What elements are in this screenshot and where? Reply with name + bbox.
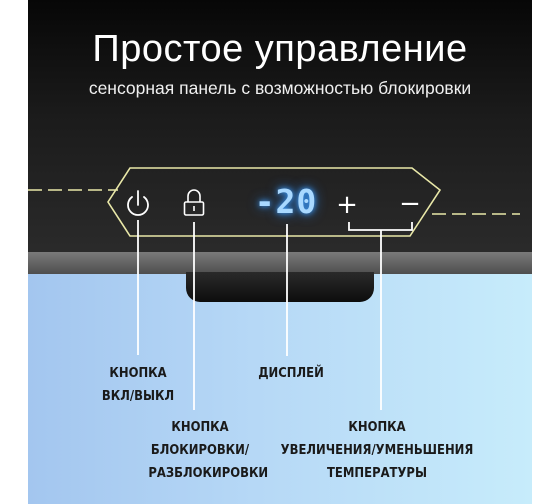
label-temperature-buttons: КНОПКА УВЕЛИЧЕНИЯ/УМЕНЬШЕНИЯ ТЕМПЕРАТУРЫ xyxy=(280,419,474,481)
label-power-button: КНОПКА ВКЛ/ВЫКЛ xyxy=(101,365,175,404)
control-panel-outline xyxy=(107,167,442,237)
page-title: Простое управление xyxy=(92,28,468,70)
plus-button[interactable]: + xyxy=(336,190,358,220)
temperature-display: -20 xyxy=(254,182,318,221)
minus-button[interactable]: − xyxy=(399,189,421,219)
device-front-background xyxy=(28,274,532,504)
device-top-surface xyxy=(28,0,532,258)
power-icon[interactable] xyxy=(127,190,149,216)
page-subtitle: сенсорная панель с возможностью блокиров… xyxy=(88,78,472,98)
device-edge-strip xyxy=(28,252,532,274)
label-display: ДИСПЛЕЙ xyxy=(258,365,324,381)
device-handle xyxy=(186,272,374,302)
minus-symbol: − xyxy=(399,189,421,219)
lock-icon[interactable] xyxy=(183,189,205,216)
plus-symbol: + xyxy=(336,190,358,220)
callout-bracket-temperature xyxy=(348,222,413,410)
label-lock-button: КНОПКА БЛОКИРОВКИ/ РАЗБЛОКИРОВКИ xyxy=(148,419,269,481)
